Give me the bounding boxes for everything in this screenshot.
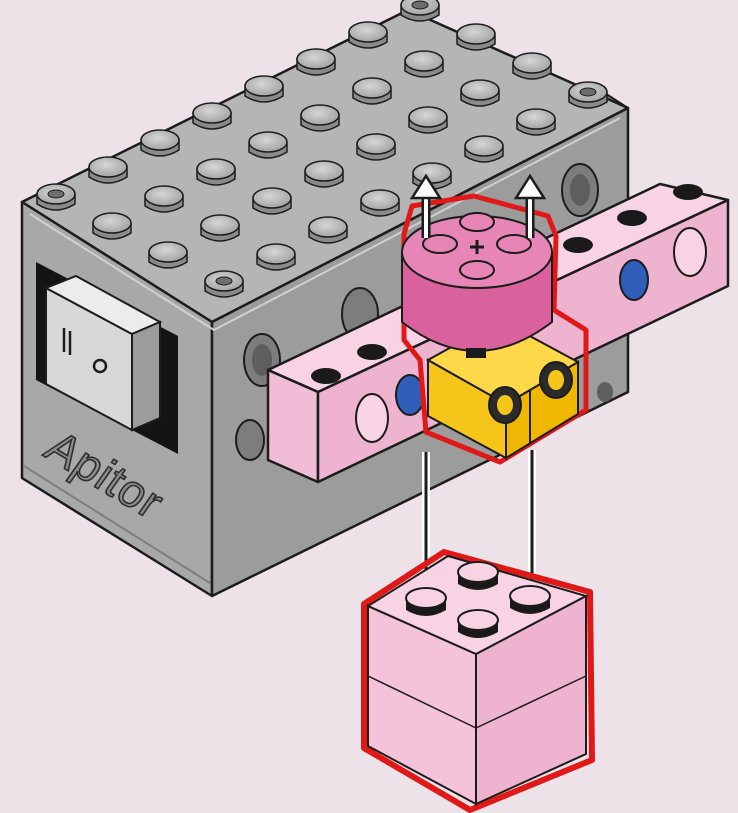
stud-top [405,51,443,71]
stud-hole [412,1,428,9]
stud-top [413,163,451,183]
stud-top [249,132,287,152]
pink-2x2-brick [364,552,592,810]
stud-top [141,130,179,150]
stud-top [145,186,183,206]
stud-hole [580,88,596,96]
stud-top [357,134,395,154]
stud-top [257,244,295,264]
stud-top [465,136,503,156]
stud-top [197,159,235,179]
stud-top [361,190,399,210]
stud-top [457,24,495,44]
stud-top [253,188,291,208]
stud-top [201,215,239,235]
stud-top [409,107,447,127]
stud-top [461,80,499,100]
stud-top [305,161,343,181]
stud-top [193,103,231,123]
stud-top [89,157,127,177]
stud-top [149,242,187,262]
stud-top [513,53,551,73]
stud-top [517,109,555,129]
stud-top [93,213,131,233]
stud-top [309,217,347,237]
stud-hole [216,277,232,285]
stud-top [353,78,391,98]
stud-top [301,105,339,125]
stud-top [349,22,387,42]
stud-hole [48,190,64,198]
stud-top [297,49,335,69]
stud-top [245,76,283,96]
